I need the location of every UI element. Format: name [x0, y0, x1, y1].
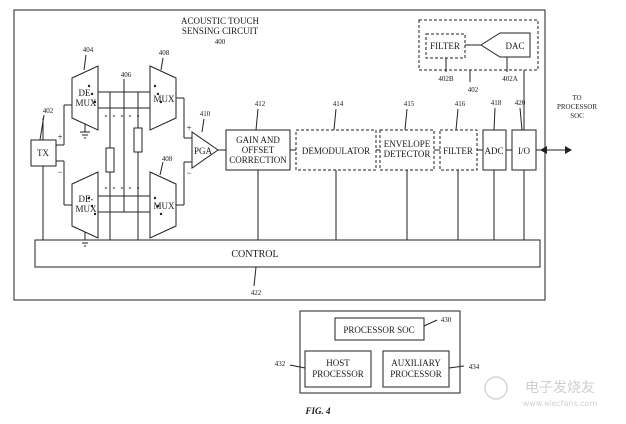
- resistor-network-ref: 406: [121, 71, 132, 79]
- tx-minus-sign: −: [57, 167, 62, 177]
- pga-minus-sign: −: [186, 168, 191, 178]
- pga-plus-sign: +: [186, 123, 191, 133]
- to-processor-line2: PROCESSOR: [557, 103, 597, 111]
- aux-processor-line2: PROCESSOR: [390, 369, 442, 379]
- host-processor-block: [304, 350, 372, 388]
- control-ref: 422: [251, 289, 262, 297]
- mux-bottom-ref: 408: [162, 155, 173, 163]
- arrow-right-icon: [565, 146, 572, 154]
- dac-block: [480, 32, 531, 58]
- pga-label: PGA: [194, 146, 213, 156]
- arrow-left-icon: [540, 146, 547, 154]
- demodulator-label: DEMODULATOR: [302, 146, 370, 156]
- demodulator-ref: 414: [333, 100, 344, 108]
- gain-label-line1: GAIN AND: [236, 135, 280, 145]
- watermark-cn: 电子发烧友: [525, 380, 595, 396]
- demux-bottom-label1: DE-: [79, 194, 94, 204]
- watermark-url: www.elecfans.com: [523, 399, 598, 408]
- gain-ref: 412: [255, 100, 266, 108]
- demux-bottom-block: [71, 171, 99, 239]
- watermark-icon: [484, 376, 508, 400]
- tx-group-frame: [418, 19, 539, 71]
- processor-soc-block: [334, 317, 425, 341]
- tx-filter-label: FILTER: [430, 41, 460, 51]
- aux-processor-ref: 434: [469, 363, 480, 371]
- control-block: [34, 239, 541, 268]
- gain-label-line3: CORRECTION: [229, 155, 287, 165]
- tx-plus-sign: +: [57, 132, 62, 142]
- watermark-logo: 电子发烧友 www.elecfans.com: [484, 376, 598, 408]
- dac-label: DAC: [505, 41, 524, 51]
- to-processor-line1: TO: [572, 94, 581, 102]
- mux-bottom-label: MUX: [153, 201, 175, 211]
- host-processor-ref: 432: [275, 360, 286, 368]
- host-processor-line2: PROCESSOR: [312, 369, 364, 379]
- tx-label: TX: [37, 148, 49, 158]
- to-processor-line3: SOC: [570, 112, 584, 120]
- circuit-title-line1: ACOUSTIC TOUCH: [181, 16, 259, 26]
- demux-top-label2: MUX: [75, 98, 97, 108]
- gain-label-line2: OFFSET: [242, 145, 275, 155]
- resistor-right: [133, 127, 143, 153]
- figure-caption: FIG. 4: [304, 406, 331, 416]
- aux-processor-block: [382, 350, 450, 388]
- envelope-label-line1: ENVELOPE: [384, 139, 431, 149]
- circuit-ref: 400: [215, 38, 226, 46]
- pga-block: [191, 131, 219, 169]
- processor-frame: [299, 310, 461, 394]
- demux-top-block: [71, 65, 99, 131]
- control-label: CONTROL: [231, 249, 278, 260]
- resistor-left: [105, 147, 115, 173]
- demux-bottom-label2: MUX: [75, 204, 97, 214]
- adc-label: ADC: [484, 146, 503, 156]
- adc-ref: 418: [491, 99, 502, 107]
- circuit-title-line2: SENSING CIRCUIT: [182, 26, 259, 36]
- mux-top-block: [149, 65, 177, 131]
- processor-soc-label: PROCESSOR SOC: [343, 325, 414, 335]
- mux-top-label: MUX: [153, 94, 175, 104]
- io-label: I/O: [518, 146, 530, 156]
- dac-ref: 402A: [502, 75, 518, 83]
- demux-top-ref: 404: [83, 46, 94, 54]
- mux-top-ref: 408: [159, 49, 170, 57]
- envelope-label-line2: DETECTOR: [384, 149, 431, 159]
- processor-soc-ref: 430: [441, 316, 452, 324]
- filter-label: FILTER: [443, 146, 473, 156]
- mux-bottom-block: [149, 171, 177, 239]
- tx-filter-ref: 402B: [438, 75, 454, 83]
- tx-group-ref: 402: [468, 86, 479, 94]
- aux-processor-line1: AUXILIARY: [391, 358, 441, 368]
- host-processor-line1: HOST: [326, 358, 350, 368]
- io-ref: 420: [515, 99, 526, 107]
- filter-ref: 416: [455, 100, 466, 108]
- tx-ref: 402: [43, 107, 54, 115]
- envelope-ref: 415: [404, 100, 415, 108]
- demux-top-label1: DE-: [79, 88, 94, 98]
- circuit-frame: [13, 9, 546, 301]
- pga-ref: 410: [200, 110, 211, 118]
